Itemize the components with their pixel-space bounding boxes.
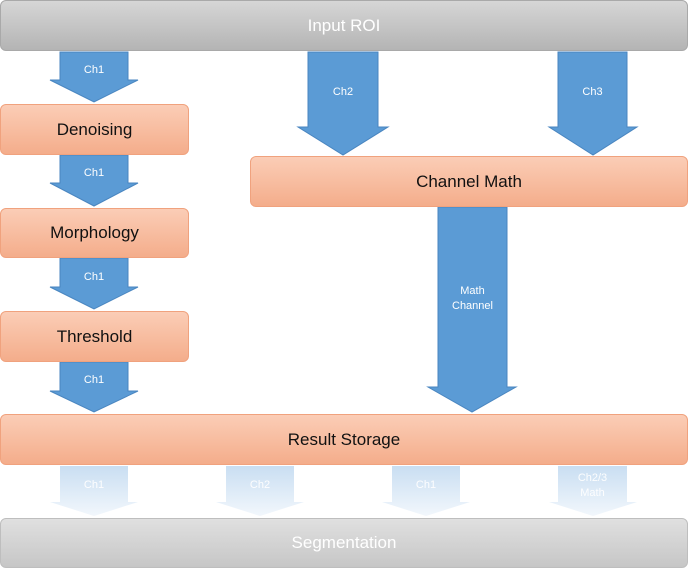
arrow-label-out-ch1-b: Ch1 — [415, 479, 437, 491]
arrow-label-out-ch23-math: Ch2/3 Math — [577, 472, 608, 499]
arrow-ch1-threshold-to-storage — [49, 361, 139, 413]
arrow-out-ch2 — [216, 466, 304, 516]
arrow-label-ch1-2: Ch1 — [83, 167, 105, 179]
segmentation-box: Segmentation — [0, 518, 688, 568]
arrow-label-out-ch1-a: Ch1 — [83, 479, 105, 491]
arrow-math-channel-to-storage — [426, 206, 518, 413]
arrow-ch1-input-to-denoising — [49, 51, 139, 103]
arrow-label-ch1-4: Ch1 — [83, 374, 105, 386]
arrow-label-ch1-3: Ch1 — [83, 271, 105, 283]
arrow-out-ch1-b — [382, 466, 470, 516]
arrow-ch1-morphology-to-threshold — [49, 257, 139, 310]
input-roi-label: Input ROI — [307, 15, 381, 35]
arrow-label-math-channel: Math Channel — [452, 285, 493, 312]
morphology-label: Morphology — [50, 223, 139, 242]
result-storage-label: Result Storage — [287, 429, 401, 449]
arrow-label-out-ch2: Ch2 — [249, 479, 271, 491]
arrow-label-ch2: Ch2 — [332, 86, 354, 98]
morphology-box: Morphology — [0, 208, 189, 258]
input-roi-box: Input ROI — [0, 0, 688, 51]
channel-math-box: Channel Math — [250, 156, 688, 207]
arrow-label-ch3: Ch3 — [582, 86, 603, 98]
denoising-box: Denoising — [0, 104, 189, 155]
arrow-ch2-input-to-channel-math — [296, 51, 390, 156]
arrow-out-ch23-math — [549, 466, 637, 516]
threshold-label: Threshold — [56, 326, 133, 346]
segmentation-label: Segmentation — [291, 533, 397, 552]
denoising-label: Denoising — [56, 119, 133, 139]
arrow-label-ch1-1: Ch1 — [83, 64, 105, 76]
arrow-ch3-input-to-channel-math — [547, 51, 639, 156]
arrow-out-ch1-a — [50, 466, 138, 516]
channel-math-label: Channel Math — [416, 171, 522, 191]
result-storage-box: Result Storage — [0, 414, 688, 465]
threshold-box: Threshold — [0, 311, 189, 362]
arrow-ch1-denoising-to-morphology — [49, 154, 139, 207]
